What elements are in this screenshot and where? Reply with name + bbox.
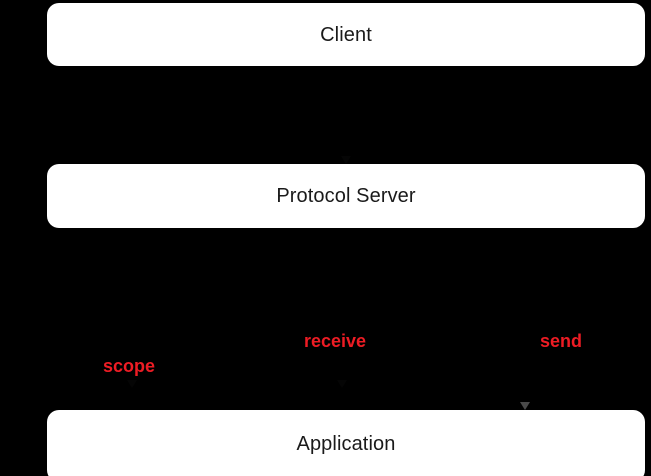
- node-client: Client: [47, 3, 645, 66]
- node-client-label: Client: [320, 23, 372, 46]
- node-application-label: Application: [296, 432, 396, 455]
- connector-client-to-protocol-server: [345, 66, 347, 164]
- connector-send: [524, 228, 526, 327]
- arrowhead-icon-receive: [337, 380, 347, 388]
- edge-label-scope: scope: [103, 356, 156, 376]
- arrowhead-icon-scope: [127, 380, 137, 388]
- connector-scope: [131, 228, 133, 352]
- arrowhead-icon-send: [520, 402, 530, 410]
- connector-receive: [341, 228, 343, 327]
- node-protocol-server: Protocol Server: [47, 164, 645, 228]
- arrowhead-icon-client-to-protocol-server: [341, 156, 351, 164]
- edge-label-receive: receive: [304, 331, 367, 351]
- node-protocol-server-label: Protocol Server: [276, 185, 416, 207]
- edge-label-send: send: [540, 331, 583, 351]
- node-application: Application: [47, 410, 645, 476]
